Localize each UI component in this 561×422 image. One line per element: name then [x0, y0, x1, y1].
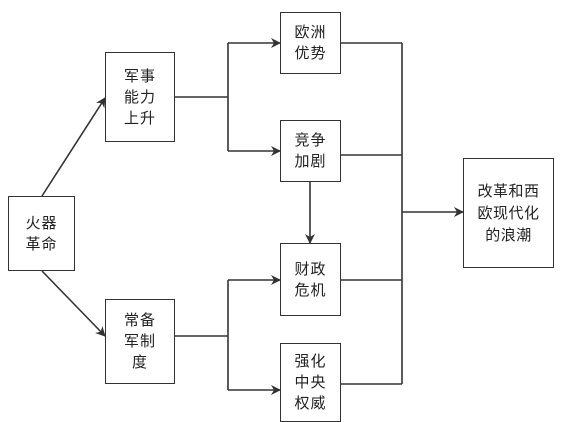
- node-label-line: 火器: [25, 213, 58, 232]
- node-label-line: 欧现代化: [477, 204, 540, 222]
- node-label-line: 的浪潮: [485, 226, 532, 244]
- node-label-line: 军事: [123, 66, 156, 85]
- node-label-line: 革命: [25, 234, 58, 253]
- node-label-line: 常备: [123, 311, 156, 329]
- node-label-line: 上升: [123, 108, 156, 127]
- node-standing-army-system: 常备 军制 度: [105, 299, 175, 384]
- node-military-capability-rise: 军事 能力 上升: [105, 52, 175, 142]
- node-label-line: 欧洲: [294, 23, 327, 41]
- node-label-line: 强化: [294, 352, 327, 370]
- node-strengthen-central-authority: 强化 中央 权威: [280, 343, 341, 422]
- node-label-line: 财政: [294, 259, 327, 278]
- node-european-advantage: 欧洲 优势: [280, 12, 341, 74]
- node-fiscal-crisis: 财政 危机: [280, 243, 341, 316]
- node-firearm-revolution: 火器 革命: [8, 196, 75, 271]
- arrow-huoqi-to-changbei: [41, 270, 106, 337]
- node-reform-and-modernization-wave: 改革和西 欧现代化 的浪潮: [463, 158, 554, 268]
- node-competition-intensifies: 竞争 加剧: [280, 120, 341, 182]
- node-label-line: 优势: [294, 44, 327, 62]
- node-label-line: 竞争: [294, 131, 327, 149]
- arrow-huoqi-to-junshi: [41, 97, 106, 197]
- node-label-line: 加剧: [294, 152, 327, 170]
- node-label-line: 危机: [294, 280, 327, 299]
- node-label-line: 改革和西: [477, 182, 540, 200]
- node-label-line: 权威: [294, 394, 327, 412]
- node-label-line: 军制: [123, 332, 156, 350]
- node-label-line: 度: [131, 353, 148, 371]
- node-label-line: 能力: [123, 87, 156, 106]
- node-label-line: 中央: [294, 373, 327, 391]
